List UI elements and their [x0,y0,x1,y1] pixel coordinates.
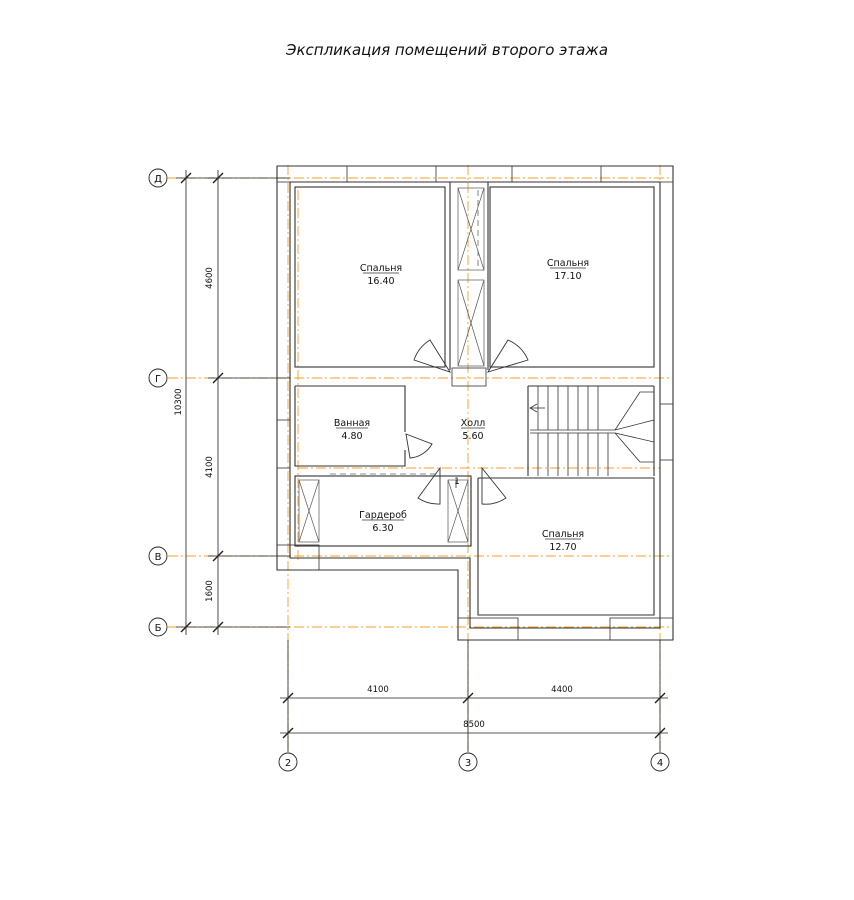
room-area-bedroom-2: 17.10 [554,271,581,282]
axis-label-2: 2 [285,758,291,769]
column-axis-markers [278,752,670,772]
room-name-bedroom-3: Спальня [542,529,584,540]
axis-label-d: Д [154,174,162,185]
exterior-walls [276,165,674,641]
dim-vertical-total: 10300 [174,388,184,415]
row-axis-markers [148,168,168,637]
axis-label-g: Г [155,374,161,385]
room-name-hall: Холл [461,418,485,429]
axis-label-4: 4 [657,758,663,769]
dim-g-v: 4100 [205,456,215,478]
axis-label-v: В [155,552,162,563]
plan-title: Экспликация помещений второго этажа [285,41,608,59]
room-name-bedroom-1: Спальня [360,263,402,274]
room-area-bathroom: 4.80 [341,431,362,442]
doors [405,339,529,505]
room-name-bedroom-2: Спальня [547,258,589,269]
dim-2-3: 4100 [367,685,389,695]
room-area-bedroom-3: 12.70 [549,542,576,553]
room-area-bedroom-1: 16.40 [367,276,394,287]
interior-walls [294,182,655,616]
dim-v-b: 1600 [205,580,215,602]
room-area-wardrobe: 6.30 [372,523,393,534]
stair-number: 1 [454,477,459,487]
ventilation-shafts [298,187,485,543]
room-name-wardrobe: Гардероб [359,510,407,521]
dim-d-g: 4600 [205,267,215,289]
room-area-hall: 5.60 [462,431,483,442]
room-name-bathroom: Ванная [334,418,370,429]
vertical-dimensions [176,170,290,635]
horizontal-dimensions [280,640,668,752]
axis-lines [168,165,672,750]
staircase [455,386,655,488]
axis-label-b: Б [155,623,162,634]
room-labels: Спальня 16.40 Спальня 17.10 Ванная 4.80 … [334,258,589,553]
axis-label-3: 3 [465,758,471,769]
dim-horizontal-total: 8500 [463,720,485,730]
dim-3-4: 4400 [551,685,573,695]
